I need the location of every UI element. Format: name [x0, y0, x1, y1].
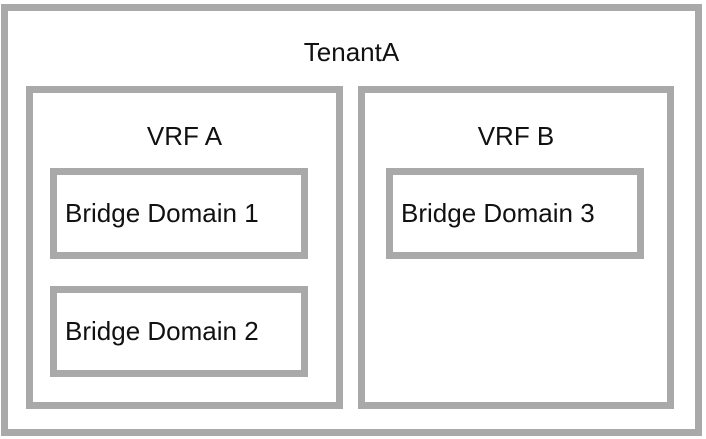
bridge-domain-1-label: Bridge Domain 1 [65, 198, 259, 228]
bridge-domain-2-box: Bridge Domain 2 [50, 286, 308, 377]
vrf-a-label: VRF A [146, 121, 223, 151]
bridge-domain-1-box: Bridge Domain 1 [50, 168, 308, 259]
vrf-b-label: VRF B [477, 121, 555, 151]
bridge-domain-3-box: Bridge Domain 3 [386, 168, 644, 259]
bridge-domain-3-label: Bridge Domain 3 [401, 198, 595, 228]
tenant-label: TenantA [303, 37, 400, 67]
bridge-domain-2-label: Bridge Domain 2 [65, 316, 259, 346]
